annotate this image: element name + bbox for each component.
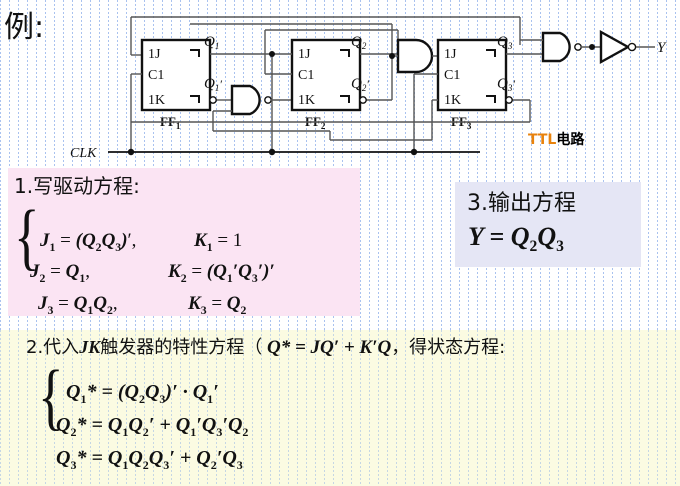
state-row-2: Q2* = Q1Q2′ + Q1′Q3′Q2: [56, 414, 249, 439]
circuit-diagram: 1J C1 1K FF1 Q1 Q1′: [0, 0, 680, 170]
drive-equations-title: 1.写驱动方程:: [14, 174, 140, 198]
step2-line: 2.代入JK触发器的特性方程（ Q* = JQ′ + K′Q，得状态方程:: [26, 333, 505, 359]
step2-jk: JK: [79, 337, 101, 357]
ff3-pin-c1: C1: [444, 68, 460, 83]
step2-prefix: 2.代入: [26, 337, 80, 358]
drive-row-2-k: K2 = (Q1′Q3′)′: [168, 261, 275, 285]
ttl-label-en: TTL: [528, 132, 557, 148]
ff1-pin-1k: 1K: [148, 93, 165, 108]
nand-gate-1: [212, 84, 330, 132]
drive-row-2-j: J2 = Q1,: [30, 261, 90, 285]
drive-row-1-j: J1 = (Q2Q3)′,: [40, 230, 137, 254]
flipflop-ff1: 1J C1 1K FF1: [140, 38, 212, 131]
label-q2-prime: Q2′: [351, 76, 369, 93]
ff2-pin-c1: C1: [298, 68, 314, 83]
step2-suffix: ，得状态方程:: [391, 337, 506, 358]
step2-middle: 触发器的特性方程（: [100, 337, 263, 358]
label-q2: Q2: [351, 34, 367, 51]
ttl-circuit-label: TTL电路: [528, 129, 584, 149]
output-equation-block: 3.输出方程 Y = Q2Q3: [455, 182, 641, 267]
drive-equations-block: 1.写驱动方程: { J1 = (Q2Q3)′, K1 = 1 J2 = Q1,…: [8, 168, 360, 317]
state-row-3: Q3* = Q1Q2Q3′ + Q2′Q3: [56, 447, 243, 472]
drive-row-1-k: K1 = 1: [194, 230, 243, 254]
ff1-pin-c1: C1: [148, 68, 164, 83]
ff1-pin-1j: 1J: [148, 47, 161, 62]
inverter-gate: [599, 29, 655, 65]
output-equation-title: 3.输出方程: [467, 191, 576, 216]
label-q1: Q1: [204, 34, 219, 51]
label-y-output: Y: [657, 40, 667, 56]
flipflop-ff2: 1J C1 1K FF2: [290, 38, 362, 131]
ttl-label-cn: 电路: [556, 132, 585, 148]
drive-row-3-k: K3 = Q2: [188, 293, 247, 317]
state-row-1: Q1* = (Q2Q3)′ · Q1′: [66, 381, 219, 406]
ff2-pin-1j: 1J: [298, 47, 311, 62]
nand-gate-3: [520, 31, 601, 63]
state-brace: {: [38, 356, 64, 438]
example-label: 例:: [4, 10, 45, 45]
label-q1-prime: Q1′: [204, 76, 222, 93]
label-q3: Q3: [497, 34, 513, 51]
label-clk: CLK: [70, 146, 97, 161]
drive-brace: {: [14, 196, 40, 278]
drive-row-3-j: J3 = Q1Q2,: [38, 293, 118, 317]
ff2-pin-1k: 1K: [298, 93, 315, 108]
output-equation: Y = Q2Q3: [468, 222, 564, 256]
cream-band: [0, 330, 680, 486]
label-q3-prime: Q3′: [497, 76, 515, 93]
ff3-pin-1k: 1K: [444, 93, 461, 108]
nand-gate-2: [389, 24, 438, 100]
background-grid-cream: [0, 330, 680, 486]
ff3-pin-1j: 1J: [444, 47, 457, 62]
flipflop-ff3: 1J C1 1K FF3: [436, 38, 508, 131]
step2-characteristic-equation: Q* = JQ′ + K′Q: [266, 337, 392, 358]
